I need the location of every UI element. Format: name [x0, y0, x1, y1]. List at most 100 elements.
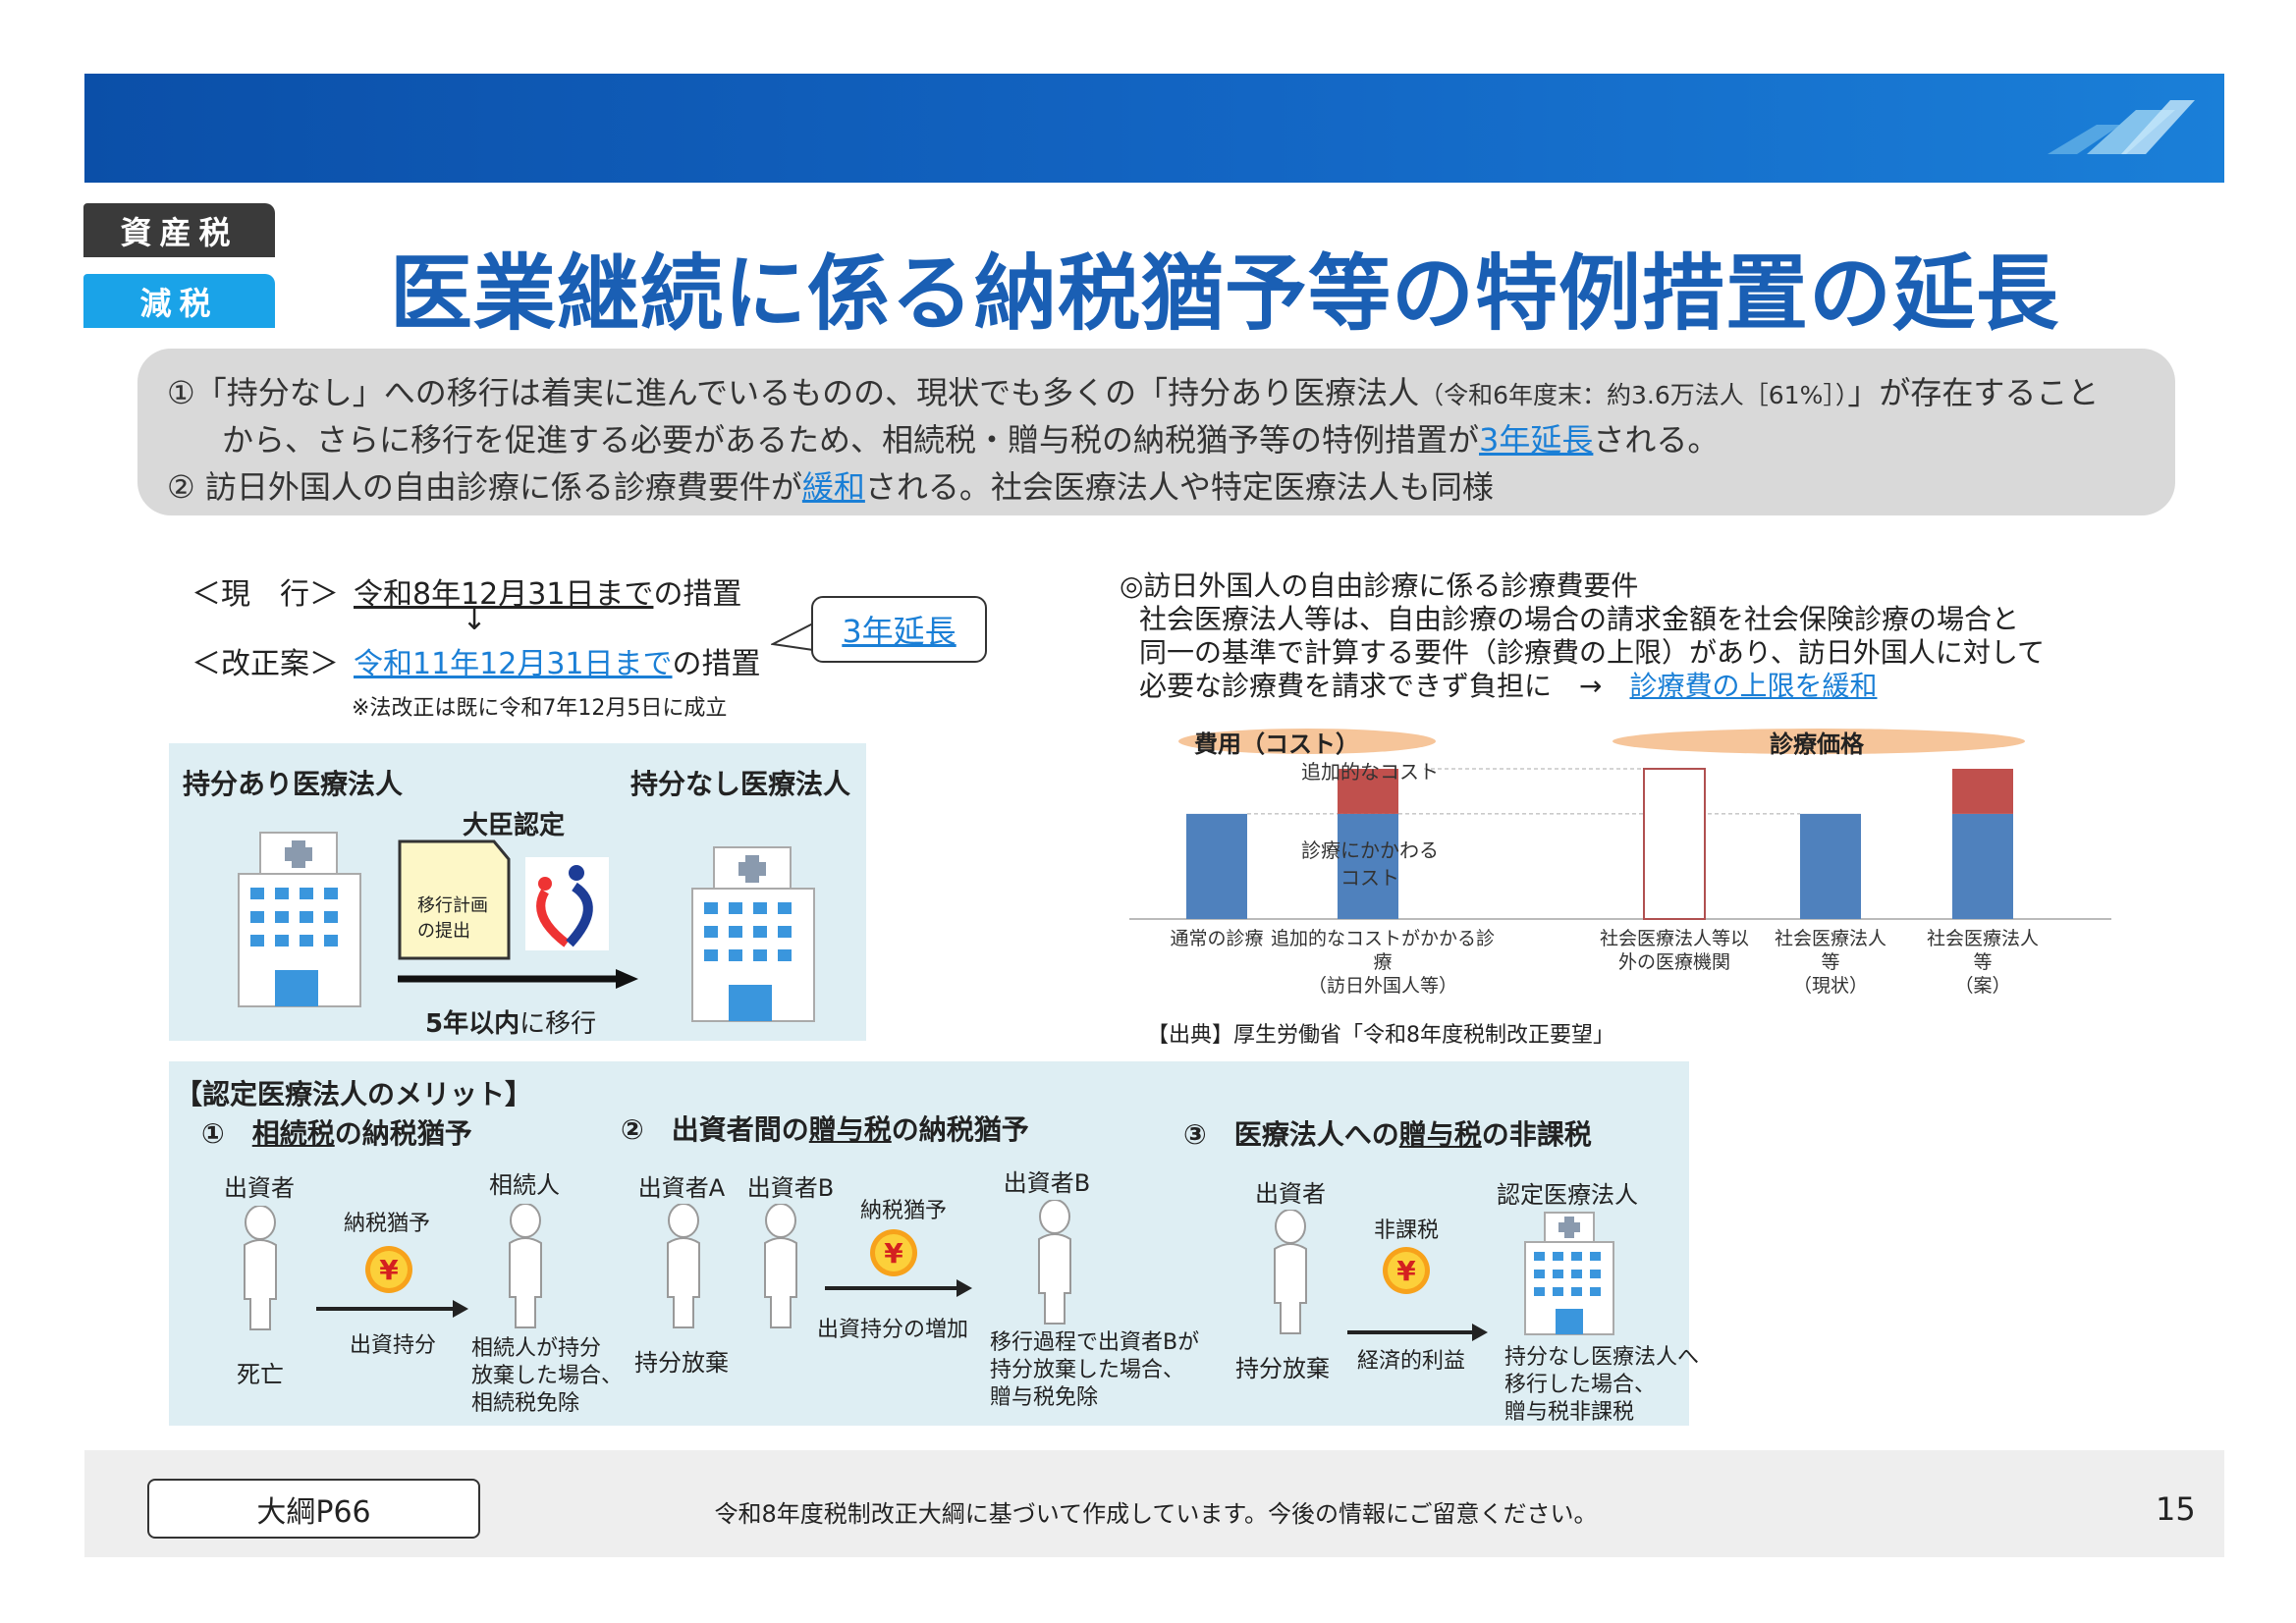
bar-label-line: 等: [1821, 951, 1840, 973]
requirement-heading: ◎訪日外国人の自由診療に係る診療費要件: [1120, 569, 1639, 602]
cost-chart: 費用（コスト） 診療価格 追加的なコスト 診療にかかわるコスト 通常の診療追加的…: [1129, 717, 2111, 1041]
bar-base: [1338, 813, 1398, 919]
arrow-right-icon: [316, 1300, 468, 1318]
callout-text: 3年延長: [842, 613, 957, 650]
text: の納税猶予: [334, 1117, 472, 1150]
heir-label: 相続人: [489, 1171, 560, 1199]
revised-date-line: 令和11年12月31日までの措置: [354, 639, 761, 682]
text: される。社会医療法人や特定医療法人も同様: [864, 468, 1494, 506]
summary-box: [137, 349, 2175, 515]
merit-3-heading: ③ 医療法人への贈与税の非課税: [1183, 1113, 1592, 1153]
merits-panel: [169, 1061, 1689, 1426]
group-label-cost: 費用（コスト）: [1194, 730, 1359, 758]
bar-label-line: （現状）: [1792, 975, 1869, 997]
bar-extra: [1338, 769, 1398, 814]
summary-line-2: から、さらに移行を促進する必要があるため、相続税・贈与税の納税猶予等の特例措置が…: [222, 415, 1719, 460]
group-label-price: 診療価格: [1770, 730, 1864, 758]
svg-text:¥: ¥: [379, 1254, 399, 1286]
bar-label-line: 社会医療法人等以: [1599, 928, 1750, 949]
text: の措置: [653, 577, 742, 612]
base-cost-label: 診療にかかわるコスト: [1301, 837, 1439, 892]
page-title: 医業継続に係る納税猶予等の特例措置の延長: [390, 245, 2060, 342]
text: 贈与税免除: [990, 1385, 1099, 1410]
bar-label-line: 社会医療法人等: [1926, 928, 2039, 973]
svg-text:¥: ¥: [884, 1237, 903, 1270]
text: ③: [1183, 1118, 1207, 1151]
text: される。: [1593, 421, 1720, 459]
text: コスト: [1340, 866, 1399, 890]
document-icon: [398, 839, 511, 960]
source-note: 【出典】厚生労働省「令和8年度税制改正要望」: [1147, 1023, 1614, 1048]
bar-outline: [1643, 768, 1706, 920]
summary-line-1: ①「持分なし」への移行は着実に進んでいるものの、現状でも多くの「持分あり医療法人…: [167, 368, 2099, 413]
text: 5年以内: [425, 1009, 520, 1039]
svg-text:¥: ¥: [1396, 1255, 1416, 1287]
corp-note: 持分なし医療法人へ移行した場合、贈与税非課税: [1504, 1344, 1699, 1427]
merits-title: 【認定医療法人のメリット】: [175, 1078, 533, 1110]
document-label: 移行計画の提出: [417, 893, 488, 945]
requirement-line-2: 同一の基準で計算する要件（診療費の上限）があり、訪日外国人に対して: [1139, 636, 2046, 669]
person-icon: [1274, 1210, 1307, 1334]
revised-label: ＜改正案＞: [191, 647, 339, 681]
investor-b-note: 移行過程で出資者Bが持分放棄した場合、贈与税免除: [990, 1329, 1199, 1412]
arrow-right-icon: [825, 1279, 972, 1297]
down-arrow-icon: ↓: [462, 603, 487, 637]
link-relaxation[interactable]: 緩和: [801, 468, 865, 506]
bar-base: [1186, 813, 1247, 919]
text: 診療にかかわる: [1301, 839, 1439, 862]
bar-label-line: 社会医療法人: [1774, 928, 1887, 949]
investor-b-label: 出資者B: [746, 1174, 835, 1202]
arrow-label: 出資持分の増加: [816, 1318, 969, 1342]
cost-chart-svg: [1129, 729, 2111, 920]
text: 移行した場合、: [1504, 1373, 1657, 1397]
tag-asset-tax: 資産税: [83, 203, 275, 257]
text: 持分放棄した場合、: [990, 1358, 1185, 1382]
text: 贈与税: [808, 1113, 892, 1146]
bar-label-line: 療: [1373, 951, 1393, 973]
death-label: 死亡: [237, 1361, 284, 1388]
person-icon: [1038, 1200, 1071, 1325]
text: 必要な診療費を請求できず負担に →: [1139, 670, 1630, 702]
header-banner: [84, 74, 2224, 183]
bar-extra: [1952, 769, 2013, 814]
callout-box: 3年延長: [811, 596, 987, 663]
link-3-year-extension[interactable]: 3年延長: [1479, 421, 1594, 459]
bar-label-line: （案）: [1954, 975, 2011, 997]
current-date: 令和8年12月31日まで: [354, 577, 654, 612]
merit-1-heading: ① 相続税の納税猶予: [201, 1112, 472, 1152]
enactment-note: ※法改正は既に令和7年12月5日に成立: [352, 696, 728, 721]
arrow-right-icon: [398, 969, 638, 989]
right-title: 持分なし医療法人: [630, 768, 851, 800]
outline-reference: 大綱P66: [147, 1479, 480, 1539]
text: 贈与税: [1398, 1118, 1482, 1151]
left-title: 持分あり医療法人: [183, 768, 404, 800]
person-icon: [509, 1204, 542, 1328]
bar-label: 追加的なコストがかかる診療（訪日外国人等）: [1271, 927, 1495, 998]
page-number: 15: [2156, 1490, 2196, 1528]
hospital-icon: [1524, 1212, 1614, 1335]
text: 相続税: [251, 1117, 335, 1150]
text: 相続人が持分: [471, 1336, 602, 1361]
investor-label: 出資者: [1255, 1180, 1326, 1208]
link-relax-cap[interactable]: 診療費の上限を緩和: [1629, 670, 1878, 702]
person-icon: [244, 1206, 277, 1330]
person-icon: [764, 1204, 797, 1328]
text: の非課税: [1481, 1118, 1592, 1151]
bar-label: 社会医療法人等（現状）: [1775, 927, 1886, 998]
deferral-label: 納税猶予: [343, 1212, 431, 1236]
requirement-line-3: 必要な診療費を請求できず負担に → 診療費の上限を緩和: [1139, 665, 1877, 704]
bar-base: [1952, 813, 2013, 919]
arrow-label: 出資持分: [349, 1333, 437, 1358]
text: ②: [621, 1113, 644, 1146]
approval-label: 大臣認定: [463, 811, 566, 840]
deadline-label: 5年以内に移行: [425, 1003, 596, 1040]
text: 放棄した場合、: [471, 1364, 624, 1388]
oval-price: [1613, 729, 2025, 754]
bar-label: 通常の診療: [1170, 927, 1263, 950]
text: ①: [201, 1117, 225, 1150]
text: ② 訪日外国人の自由診療に係る診療費要件が: [167, 468, 802, 506]
bar-label: 社会医療法人等以外の医療機関: [1600, 927, 1749, 974]
ministry-logo-icon: [525, 857, 609, 950]
bar-base: [1800, 813, 1861, 919]
text: 移行計画: [417, 895, 488, 916]
